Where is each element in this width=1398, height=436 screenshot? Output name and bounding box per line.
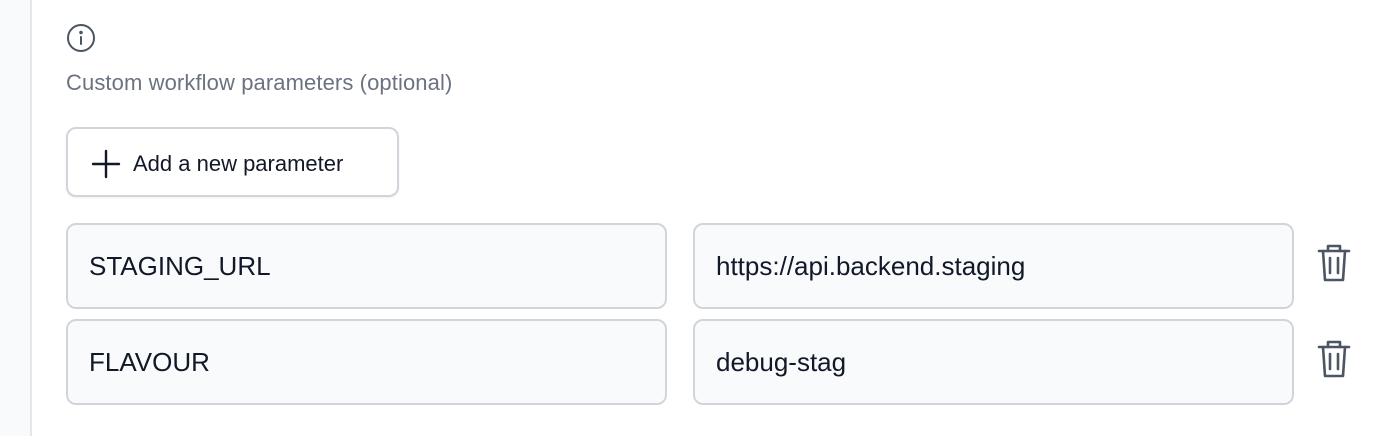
plus-icon (91, 149, 121, 179)
parameter-key-input[interactable] (66, 223, 667, 309)
info-circle-icon (66, 23, 96, 53)
parameter-key-input[interactable] (66, 319, 667, 405)
add-parameter-button[interactable]: Add a new parameter (66, 127, 399, 197)
left-panel-border (0, 0, 32, 436)
section-label: Custom workflow parameters (optional) (66, 70, 453, 95)
parameter-row (66, 223, 1366, 309)
parameter-value-input[interactable] (693, 319, 1294, 405)
trash-icon[interactable] (1316, 242, 1352, 284)
parameter-row (66, 319, 1366, 405)
parameter-value-input[interactable] (693, 223, 1294, 309)
add-parameter-label: Add a new parameter (133, 151, 344, 176)
trash-icon[interactable] (1316, 338, 1352, 380)
